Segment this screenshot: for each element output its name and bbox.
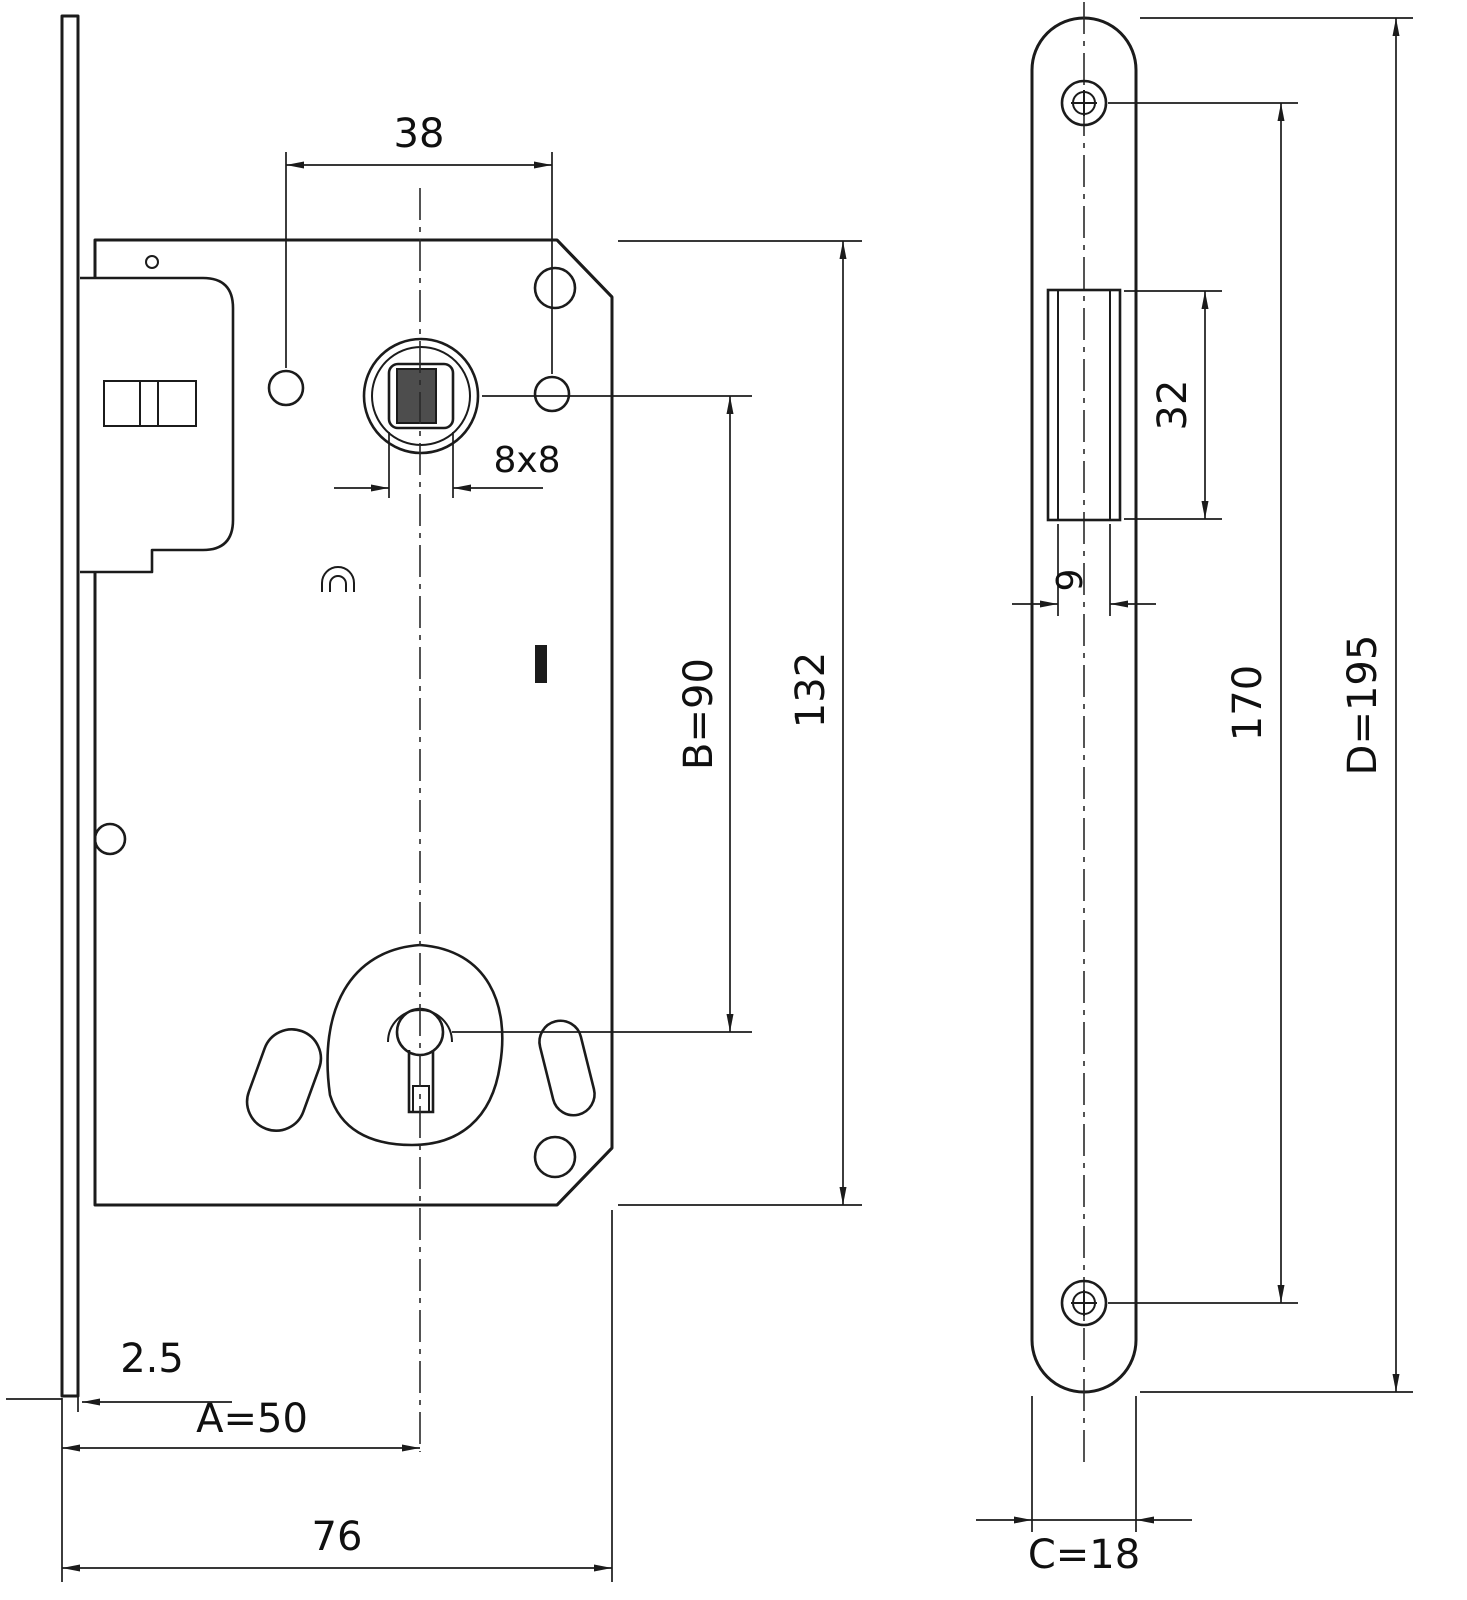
cutout-rect	[1046, 288, 1122, 522]
hub-square	[387, 362, 455, 430]
side-hole	[93, 822, 127, 856]
dim-label-d195: D=195	[1340, 635, 1386, 776]
corner-mask-bottom	[560, 1149, 619, 1209]
spring-clip	[321, 566, 355, 592]
dim-label-b90: B=90	[676, 658, 722, 770]
cylinder-body	[326, 943, 504, 1147]
dim-label-38: 38	[394, 111, 445, 157]
dim-label-2-5: 2.5	[120, 1336, 184, 1382]
key-cylinder	[326, 943, 504, 1147]
dim-label-170: 170	[1225, 665, 1271, 741]
screw-top	[1060, 79, 1108, 127]
chamfer-bottom	[555, 1146, 614, 1207]
dim-label-a50: A=50	[196, 1396, 308, 1442]
pin-hole	[145, 255, 159, 269]
dim-label-9: 9	[1050, 569, 1091, 592]
fixing-hole-left	[267, 369, 305, 407]
oval-slot-right-shape	[538, 1019, 596, 1117]
latch-cutout	[1046, 288, 1122, 522]
dim-label-8x8: 8x8	[493, 440, 560, 481]
keyhole-insert	[412, 1085, 430, 1113]
dim-label-76: 76	[312, 1514, 363, 1560]
corner-hole-bottom	[533, 1135, 577, 1179]
dim-label-c18: C=18	[1028, 1532, 1140, 1578]
lock-body-view	[6, 14, 619, 1452]
spindle-hub	[362, 337, 480, 455]
dimensions-faceplate: 32 9 170 D=195 C=18	[976, 17, 1413, 1578]
screw-head	[1060, 79, 1108, 127]
screw-bottom	[1060, 1279, 1108, 1327]
dim-label-32: 32	[1150, 380, 1196, 431]
screw-head	[1060, 1279, 1108, 1327]
hub-square-hole	[396, 368, 437, 424]
corner-mask-top	[560, 236, 619, 296]
dim-label-132: 132	[788, 652, 834, 728]
chamfer-top	[555, 238, 614, 299]
hub-outer-circle	[362, 337, 480, 455]
faceplate-view	[1030, 2, 1138, 1462]
faceplate-edge-strip	[60, 14, 80, 1398]
dimensions-body: 38 8x8 B=90 132 2.5 A=50 76	[61, 111, 862, 1582]
spring-clip-inner	[329, 575, 347, 592]
latch-bolt	[103, 380, 197, 427]
corner-hole-top	[533, 266, 577, 310]
hub-inner-circle	[371, 346, 471, 446]
oval-slot-left	[245, 1028, 323, 1132]
fixing-hole-right	[533, 375, 571, 413]
oval-slot-left-shape	[245, 1028, 323, 1132]
oval-slot-right	[538, 1019, 596, 1117]
stop-slot	[535, 645, 547, 683]
